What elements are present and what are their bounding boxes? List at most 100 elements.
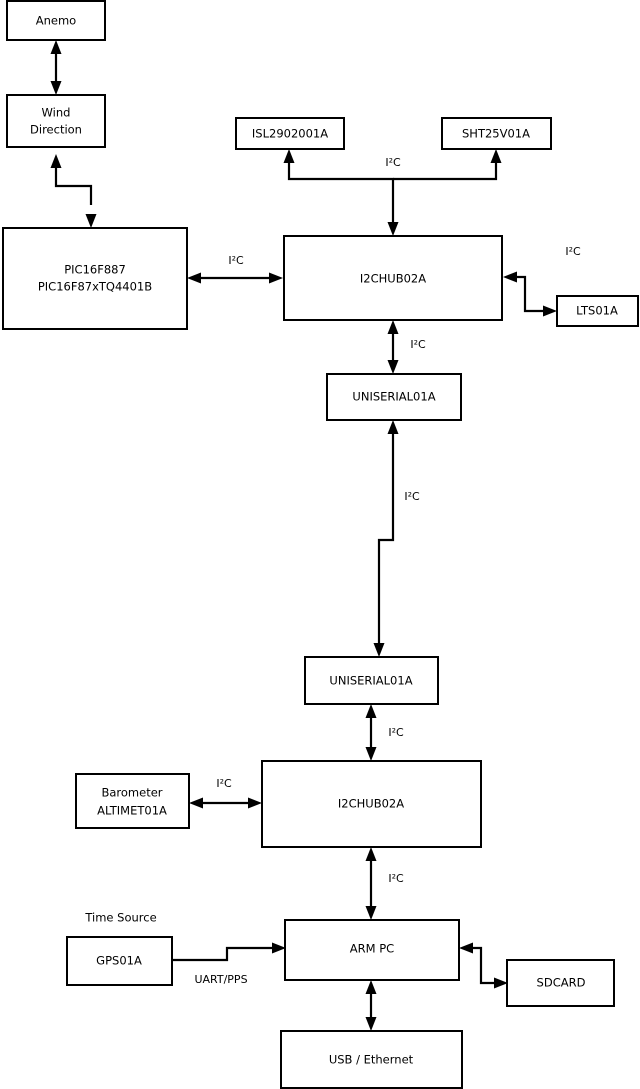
arrow-head-up-armpc2 xyxy=(365,980,377,994)
edge-line-gps-armpc xyxy=(172,946,273,962)
node-sdcard[interactable]: SDCARD xyxy=(506,959,615,1007)
node-usb-ethernet[interactable]: USB / Ethernet xyxy=(280,1030,463,1089)
node-anemo[interactable]: Anemo xyxy=(6,0,106,41)
arrow-head-right-lts xyxy=(543,305,557,317)
edge-label-hub-sensors: I²C xyxy=(385,156,401,169)
node-uniserial-bottom[interactable]: UNISERIAL01A xyxy=(304,656,439,705)
arrow-head-left-armpc-sdcard xyxy=(459,942,473,954)
node-uniserial-top[interactable]: UNISERIAL01A xyxy=(326,373,462,421)
node-anemo-label: Anemo xyxy=(36,14,76,28)
node-pic-box[interactable] xyxy=(2,227,188,330)
arrow-head-down-armpc xyxy=(365,906,377,920)
arrow-head-right-hubbottom xyxy=(248,797,262,809)
arrow-head-down-hubbottom xyxy=(365,747,377,761)
arrow-head-right-hubtop xyxy=(269,272,283,284)
node-isl-box[interactable] xyxy=(235,117,345,150)
node-sht[interactable]: SHT25V01A xyxy=(441,117,552,150)
node-uniserial-bottom-label: UNISERIAL01A xyxy=(329,674,412,688)
arrow-head-right-armpc xyxy=(272,942,286,954)
node-hub-bottom[interactable]: I2CHUB02A xyxy=(261,760,482,848)
node-gps[interactable]: GPS01A xyxy=(66,936,173,986)
arrow-head-up-wind-direction xyxy=(50,154,62,168)
edge-label-hub-armpc: I²C xyxy=(388,872,404,885)
node-pic[interactable]: PIC16F887 PIC16F87xTQ4401B xyxy=(2,227,188,330)
arrow-head-right-sdcard xyxy=(494,977,508,989)
arrow-head-up-isl xyxy=(283,149,295,163)
node-sht-box[interactable] xyxy=(441,117,552,150)
node-hub-bottom-box[interactable] xyxy=(261,760,482,848)
node-usb-ethernet-box[interactable] xyxy=(280,1030,463,1089)
node-hub-top-label: I2CHUB02A xyxy=(360,272,426,286)
node-barometer-label-1: Barometer xyxy=(101,786,162,800)
node-barometer-box[interactable] xyxy=(75,773,190,829)
edge-line-pic-wind xyxy=(54,162,93,205)
node-sdcard-box[interactable] xyxy=(506,959,615,1007)
arrow-head-down-usb xyxy=(365,1017,377,1031)
node-anemo-box[interactable] xyxy=(6,0,106,41)
edge-uniserialbottom-hubbottom: I²C xyxy=(365,704,404,761)
edge-barometer-hubbottom: I²C xyxy=(189,777,262,809)
edge-label-uniserial-uniserial: I²C xyxy=(404,490,420,503)
arrow-head-down-wind xyxy=(50,81,62,95)
label-time-source: Time Source xyxy=(84,911,156,925)
node-hub-bottom-label: I2CHUB02A xyxy=(338,797,404,811)
arrow-head-up-hubtop2 xyxy=(387,320,399,334)
arrow-head-up-uniserialbottom2 xyxy=(365,704,377,718)
edge-pic-hubtop: I²C xyxy=(187,254,283,284)
node-uniserial-top-box[interactable] xyxy=(326,373,462,421)
edge-hubtop-sensors: I²C xyxy=(283,149,502,236)
node-lts-label: LTS01A xyxy=(576,304,618,318)
node-uniserial-top-label: UNISERIAL01A xyxy=(352,390,435,404)
edge-hubtop-lts: I²C xyxy=(503,245,581,317)
node-barometer-label-2: ALTIMET01A xyxy=(97,804,167,818)
node-gps-label: GPS01A xyxy=(96,954,142,968)
arrow-head-up-hubbottom2 xyxy=(365,847,377,861)
edge-line-hubtop-lts xyxy=(516,275,545,313)
edge-anemo-wind xyxy=(50,40,62,95)
node-lts[interactable]: LTS01A xyxy=(556,295,639,327)
node-arm-pc-box[interactable] xyxy=(284,919,460,981)
node-pic-label-2: PIC16F87xTQ4401B xyxy=(38,280,152,294)
arrow-head-down-uniserialtop xyxy=(387,360,399,374)
edge-armpc-usb xyxy=(365,980,377,1031)
node-sdcard-label: SDCARD xyxy=(537,976,586,990)
edge-label-pic-hub: I²C xyxy=(228,254,244,267)
edge-line-hubtop-sht xyxy=(393,163,498,181)
arrow-head-down-hubtop xyxy=(387,222,399,236)
node-isl[interactable]: ISL2902001A xyxy=(235,117,345,150)
node-wind-direction-box[interactable] xyxy=(6,94,106,148)
arrow-head-up-uniserialtop2 xyxy=(387,420,399,434)
edge-line-uniserial-uniserial xyxy=(377,428,395,646)
node-hub-top-box[interactable] xyxy=(283,235,503,321)
node-isl-label: ISL2902001A xyxy=(252,127,328,141)
arrow-head-left-barometer xyxy=(189,797,203,809)
node-uniserial-bottom-box[interactable] xyxy=(304,656,439,705)
arrow-head-down-uniserialbottom xyxy=(373,643,385,657)
node-barometer[interactable]: Barometer ALTIMET01A xyxy=(75,773,190,829)
node-usb-ethernet-label: USB / Ethernet xyxy=(329,1053,414,1067)
arrow-head-up-anemo xyxy=(50,40,62,54)
node-sht-label: SHT25V01A xyxy=(462,127,530,141)
node-hub-top[interactable]: I2CHUB02A xyxy=(283,235,503,321)
edge-uniserial-uniserial: I²C xyxy=(373,420,420,657)
edge-label-hub-lts: I²C xyxy=(565,245,581,258)
edge-label-uniserial-hubbottom: I²C xyxy=(388,726,404,739)
edge-gps-armpc: UART/PPS xyxy=(172,942,286,986)
arrow-head-left-hubtop-lts xyxy=(503,271,517,283)
node-wind-direction[interactable]: Wind Direction xyxy=(6,94,106,148)
node-pic-label-1: PIC16F887 xyxy=(64,263,126,277)
arrow-head-up-sht xyxy=(490,149,502,163)
node-wind-direction-label-2: Direction xyxy=(30,123,82,137)
edge-armpc-sdcard xyxy=(459,942,508,989)
node-arm-pc-label: ARM PC xyxy=(350,942,394,956)
node-wind-direction-label-1: Wind xyxy=(42,106,71,120)
edge-line-armpc-sdcard xyxy=(472,946,496,985)
node-lts-box[interactable] xyxy=(556,295,639,327)
node-gps-box[interactable] xyxy=(66,936,173,986)
edge-label-gps-armpc: UART/PPS xyxy=(194,973,247,986)
edge-hubtop-uniserialtop: I²C xyxy=(387,320,426,374)
edge-line-hubtop-isl xyxy=(287,163,395,228)
edge-hubbottom-armpc: I²C xyxy=(365,847,404,920)
node-arm-pc[interactable]: ARM PC xyxy=(284,919,460,981)
